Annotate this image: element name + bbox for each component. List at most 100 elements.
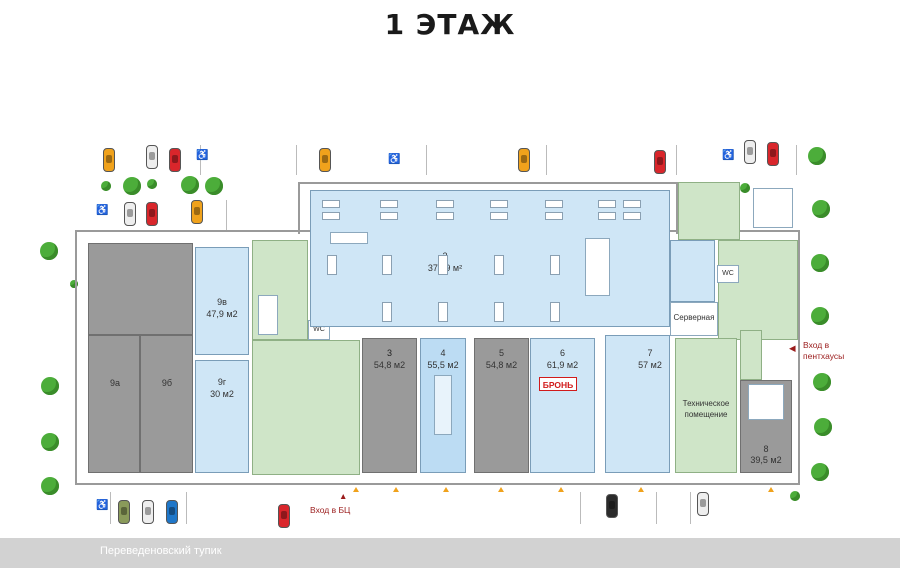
wheelchair-parking-icon: ♿: [96, 205, 109, 216]
tree-icon: [40, 242, 58, 260]
unit-9b[interactable]: [140, 335, 193, 473]
desk: [598, 200, 616, 208]
tree-icon: [70, 280, 78, 288]
server-room: [670, 302, 718, 336]
page-title: 1 ЭТАЖ: [384, 8, 516, 41]
street-label: Переведеновский тупик: [100, 545, 222, 557]
desk: [550, 255, 560, 275]
desk: [436, 200, 454, 208]
desk: [490, 200, 508, 208]
entrance-triangle-icon: [393, 487, 399, 492]
car-icon: [697, 492, 709, 516]
entry-bc-label: Вход в БЦ: [310, 505, 351, 515]
parking-line: [186, 492, 187, 524]
car-icon: [654, 150, 666, 174]
unit-7-label: 7: [647, 348, 653, 358]
desk: [322, 212, 340, 220]
wheelchair-parking-icon: ♿: [388, 154, 401, 165]
car-icon: [146, 202, 158, 226]
tree-icon: [205, 177, 223, 195]
unit-5[interactable]: [474, 338, 529, 473]
entrance-triangle-icon: [768, 487, 774, 492]
unit-9a[interactable]: [88, 335, 140, 473]
desk: [494, 255, 504, 275]
unit-4-label: 4: [440, 348, 446, 358]
tree-icon: [101, 181, 111, 191]
entrance-triangle-icon: [498, 487, 504, 492]
desk: [380, 200, 398, 208]
car-icon: [103, 148, 115, 172]
unit-2[interactable]: [310, 190, 670, 327]
street-band: [0, 538, 900, 568]
unit-2-annex[interactable]: [670, 240, 715, 302]
desk: [382, 255, 392, 275]
unit-7[interactable]: [605, 335, 670, 473]
parking-line: [200, 145, 201, 175]
wc-right: [717, 265, 739, 283]
building-outline-north: [298, 182, 678, 234]
tree-icon: [41, 433, 59, 451]
entrance-triangle-icon: [443, 487, 449, 492]
unit-3-area: 54,8 м2: [373, 360, 406, 370]
parking-line: [656, 492, 657, 524]
desk: [438, 302, 448, 322]
desk: [494, 302, 504, 322]
unit-8-area: 39,5 м2: [750, 455, 782, 465]
unit-9g[interactable]: [195, 360, 249, 473]
tree-icon: [147, 179, 157, 189]
desk: [545, 200, 563, 208]
car-icon: [319, 148, 331, 172]
server-room-label: Серверная: [673, 313, 715, 322]
desk: [322, 200, 340, 208]
entry-penthouse-label: Вход в пентхаусы: [803, 340, 845, 361]
unit-7-area: 57 м2: [638, 360, 662, 370]
stairs: [258, 295, 278, 335]
entrance-triangle-icon: [638, 487, 644, 492]
wc-right-label: WC: [722, 270, 734, 277]
tree-icon: [41, 377, 59, 395]
parking-line: [296, 145, 297, 175]
desk: [490, 212, 508, 220]
unit-5-area: 54,8 м2: [485, 360, 518, 370]
unit-9a-label: 9а: [109, 378, 120, 388]
entry-arrow-icon: ◀: [789, 343, 796, 353]
tree-icon: [790, 491, 800, 501]
stair-core-north: [678, 182, 740, 240]
unit-9-upper[interactable]: [88, 243, 193, 335]
penthouse-stair: [740, 330, 762, 380]
common-area-east: [718, 240, 798, 340]
unit-4-corridor: [434, 375, 452, 435]
parking-line: [676, 145, 677, 175]
car-icon: [142, 500, 154, 524]
unit-9v-label: 9в: [217, 297, 227, 307]
tree-icon: [123, 177, 141, 195]
tree-icon: [811, 463, 829, 481]
common-area-cafe: [252, 340, 360, 475]
reserved-badge: БРОНЬ: [539, 377, 577, 391]
car-icon: [767, 142, 779, 166]
wheelchair-parking-icon: ♿: [196, 150, 209, 161]
elevator: [753, 188, 793, 228]
tree-icon: [812, 200, 830, 218]
car-icon: [744, 140, 756, 164]
unit-3[interactable]: [362, 338, 417, 473]
desk: [382, 302, 392, 322]
unit-9v[interactable]: [195, 247, 249, 355]
entry-arrow-icon: ▲: [339, 491, 348, 501]
unit-5-label: 5: [498, 348, 504, 358]
desk: [545, 212, 563, 220]
car-icon: [606, 494, 618, 518]
car-icon: [146, 145, 158, 169]
parking-line: [110, 492, 111, 524]
tree-icon: [808, 147, 826, 165]
desk: [623, 212, 641, 220]
unit-9b-label: 9б: [161, 378, 173, 388]
unit-9g-area: 30 м2: [210, 389, 234, 399]
parking-line: [426, 145, 427, 175]
desk: [436, 212, 454, 220]
car-icon: [191, 200, 203, 224]
technical-room-label: Техническое помещение: [682, 399, 730, 419]
unit-6[interactable]: [530, 338, 595, 473]
wc-left-label: WC: [313, 326, 325, 333]
desk: [327, 255, 337, 275]
